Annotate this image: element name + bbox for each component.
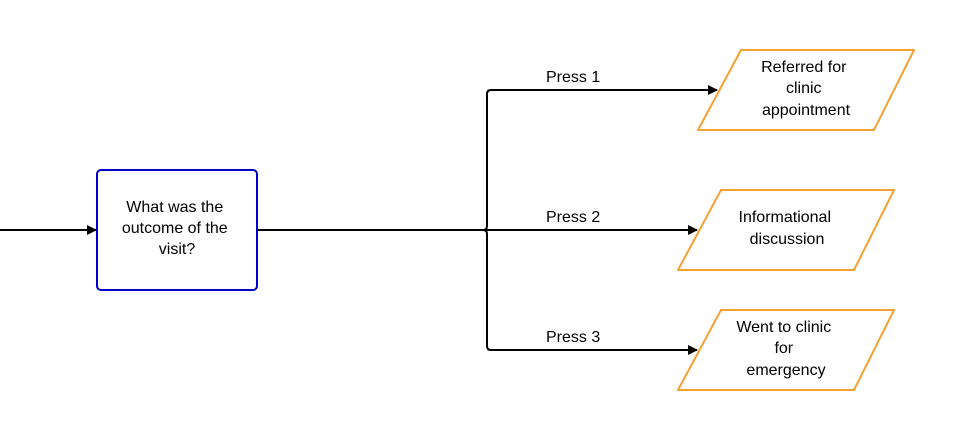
- outcome-3-box[interactable]: [677, 309, 895, 391]
- outcome-1-line-3: appointment: [762, 102, 851, 119]
- outcome-3-line-3: emergency: [746, 362, 825, 379]
- branch-2-label: Press 2: [546, 209, 600, 226]
- outcome-1-line-2: clinic: [786, 80, 822, 97]
- outcome-3-line-2: for: [774, 340, 793, 357]
- outcome-3-text: Went to clinic for emergency: [736, 319, 835, 379]
- outcome-3-line-1: Went to clinic: [736, 319, 831, 336]
- outcome-1-box[interactable]: [697, 49, 915, 131]
- decision-text-line-2: outcome of the: [122, 220, 228, 237]
- outcome-2-box[interactable]: [677, 189, 895, 271]
- outcome-2-text: Informational discussion: [739, 209, 836, 248]
- outcome-1-text: Referred for clinic appointment: [761, 59, 851, 119]
- decision-text-line-3: visit?: [159, 241, 196, 258]
- decision-text-line-1: What was the: [126, 199, 223, 216]
- outcome-1-line-1: Referred for: [761, 59, 847, 76]
- outcome-2-line-1: Informational: [739, 209, 832, 226]
- branch-3-label: Press 3: [546, 329, 600, 346]
- branch-3-connector: [482, 229, 698, 355]
- decision-text: What was the outcome of the visit?: [122, 199, 232, 258]
- outcome-2-line-2: discussion: [750, 231, 825, 248]
- branch-1-label: Press 1: [546, 69, 600, 86]
